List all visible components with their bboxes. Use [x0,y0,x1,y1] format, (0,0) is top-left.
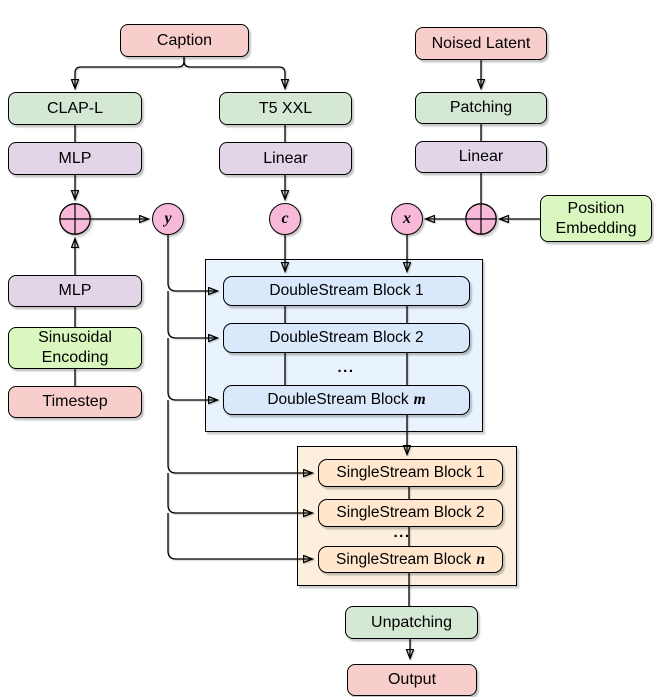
t5-node: T5 XXL [219,92,352,125]
sinusoidal-encoding-node: Sinusoidal Encoding [8,327,142,369]
var-x-node: x [391,203,423,235]
doublestream-block-2: DoubleStream Block 2 [223,323,470,353]
doublestream-block-m-label: DoubleStream Block [267,391,409,409]
sum-caption-time-icon [59,203,91,235]
var-c-node: c [269,203,301,235]
linear-latent-node: Linear [415,141,547,173]
caption-node: Caption [120,24,249,57]
doublestream-block-m: DoubleStream Block m [223,385,470,415]
patching-node: Patching [415,92,547,124]
position-embedding-node: Position Embedding [540,195,652,242]
clap-node: CLAP-L [8,92,142,125]
singlestream-block-n: SingleStream Block n [318,546,503,573]
mlp-caption-node: MLP [8,142,142,175]
edge-caption-t5 [183,57,285,88]
doublestream-block-m-var: m [413,391,426,409]
sum-latent-position-icon [465,203,497,235]
doublestream-ellipsis: ... [337,358,355,376]
doublestream-block-1: DoubleStream Block 1 [223,276,470,306]
edge-y-ssblockn [167,513,312,559]
singlestream-block-1: SingleStream Block 1 [318,459,503,487]
var-y-node: y [152,203,184,235]
edge-y-ssblock2 [167,473,312,513]
mlp-time-node: MLP [8,275,142,307]
unpatching-node: Unpatching [345,606,478,639]
noised-latent-node: Noised Latent [415,27,547,60]
edge-caption-clap [75,57,185,88]
timestep-node: Timestep [8,386,142,418]
singlestream-block-n-var: n [476,550,485,568]
output-node: Output [347,664,477,696]
linear-caption-node: Linear [219,142,352,175]
singlestream-ellipsis: ... [393,523,411,541]
singlestream-block-2: SingleStream Block 2 [318,499,503,527]
singlestream-block-n-label: SingleStream Block [336,550,472,568]
